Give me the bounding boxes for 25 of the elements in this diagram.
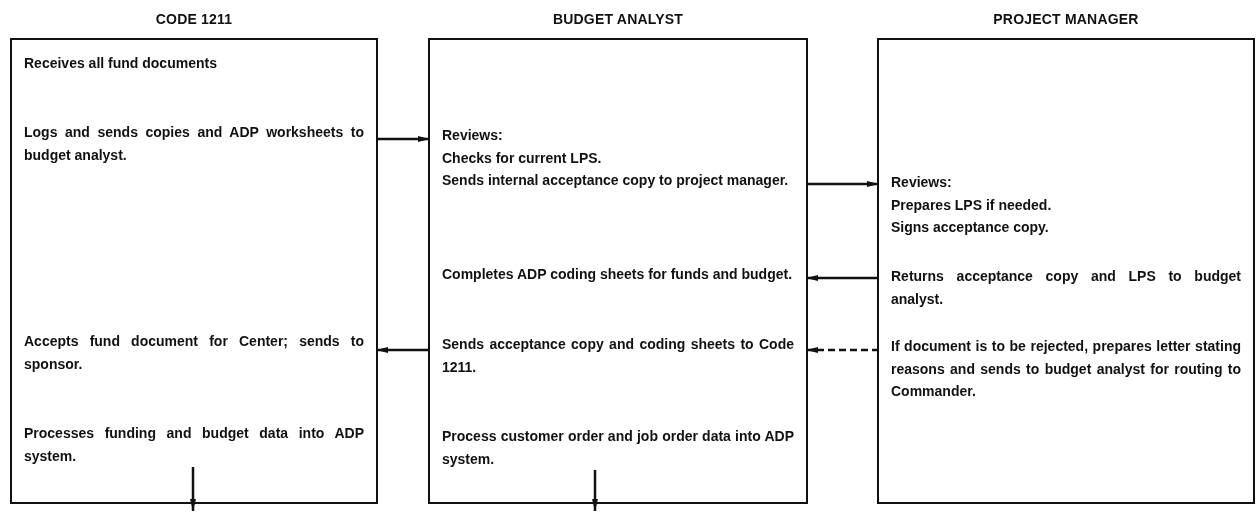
arrow xyxy=(806,275,879,281)
step-text: Processes funding and budget data into ADP system. xyxy=(24,424,364,466)
step-text: Reviews: xyxy=(891,173,953,192)
step-text: Reviews: xyxy=(442,126,504,145)
arrow xyxy=(376,347,430,353)
column-heading: PROJECT MANAGER xyxy=(993,10,1139,29)
step-text: Accepts fund document for Center; sends to sponsor. xyxy=(24,332,364,374)
step-text: Signs acceptance copy. xyxy=(891,218,1050,237)
step-text: Sends internal acceptance copy to project manager. xyxy=(442,171,790,190)
arrow xyxy=(376,136,430,142)
arrow xyxy=(190,467,196,511)
step-text: Logs and sends copies and ADP worksheets to budget analyst. xyxy=(24,123,364,165)
step-text: Returns acceptance copy and LPS to budget analyst. xyxy=(891,267,1241,309)
column-heading: BUDGET ANALYST xyxy=(552,10,684,29)
arrow xyxy=(806,347,879,353)
step-text: Checks for current LPS. xyxy=(442,148,603,168)
arrow xyxy=(592,470,598,511)
step-text: Sends acceptance copy and coding sheets to Code 1211. xyxy=(442,335,794,377)
step-text: Completes ADP coding sheets for funds and budget. xyxy=(442,265,794,284)
column-heading: CODE 1211 xyxy=(155,10,233,29)
step-text: Process customer order and job order data into ADP system. xyxy=(442,427,794,469)
step-text: Prepares LPS if needed. xyxy=(891,195,1053,215)
step-text: If document is to be rejected, prepares letter stating reasons and sends to budget analyst for routing to Commander. xyxy=(891,337,1241,401)
arrow xyxy=(806,181,879,187)
step-text: Receives all fund documents xyxy=(24,54,218,73)
